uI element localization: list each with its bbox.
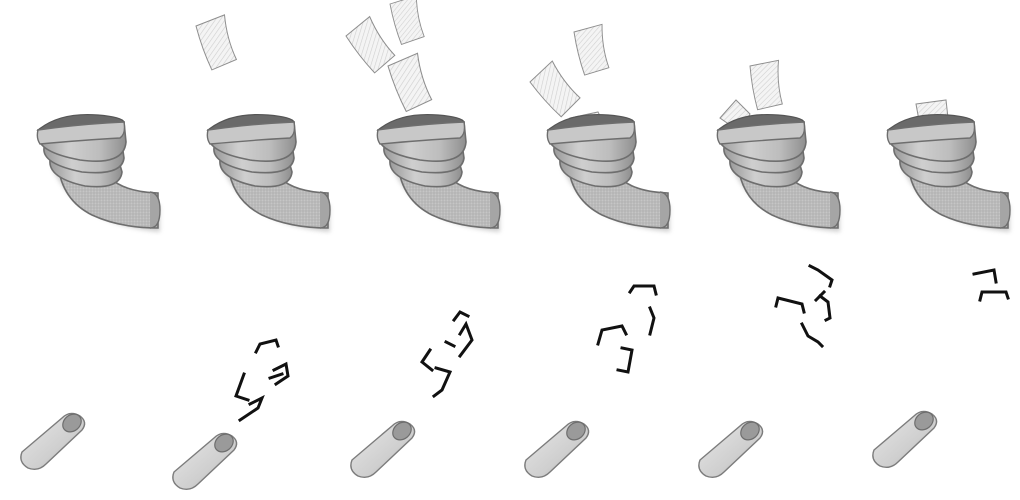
frame-4 bbox=[510, 0, 680, 500]
frame-1-art bbox=[20, 0, 170, 471]
paper-sheet-icon bbox=[194, 13, 238, 72]
funnel-chute-icon bbox=[207, 115, 330, 232]
collector-cup-icon bbox=[698, 417, 764, 479]
frame-2 bbox=[170, 0, 340, 500]
frame-4-art bbox=[524, 23, 680, 479]
paper-sheet-icon bbox=[526, 58, 584, 122]
collector-cup-icon bbox=[172, 429, 238, 491]
funnel-chute-icon bbox=[37, 115, 160, 232]
collector-cup-icon bbox=[350, 417, 416, 479]
paper-sheet-icon bbox=[573, 23, 610, 77]
bracket-fragment-icon bbox=[774, 263, 834, 349]
frame-5 bbox=[680, 0, 850, 500]
paper-sheet-icon bbox=[386, 51, 434, 114]
frame-6 bbox=[850, 0, 1020, 500]
funnel-chute-icon bbox=[547, 115, 670, 232]
paper-sheet-icon bbox=[388, 0, 426, 46]
frame-3-art bbox=[342, 0, 510, 479]
funnel-chute-icon bbox=[377, 115, 500, 232]
bracket-fragment-icon bbox=[972, 268, 1010, 302]
frame-5-art bbox=[698, 59, 850, 479]
funnel-chute-icon bbox=[717, 115, 840, 232]
frame-2-art bbox=[172, 13, 340, 491]
funnel-chute-icon bbox=[887, 115, 1010, 232]
collector-cup-icon bbox=[872, 407, 938, 469]
collector-cup-icon bbox=[524, 417, 590, 479]
frame-1 bbox=[0, 0, 170, 500]
collector-cup-icon bbox=[20, 409, 86, 471]
frame-3 bbox=[340, 0, 510, 500]
bracket-fragment-icon bbox=[596, 284, 658, 374]
bracket-fragment-icon bbox=[419, 310, 474, 399]
bracket-fragment-icon bbox=[234, 338, 290, 423]
frame-6-art bbox=[872, 99, 1020, 469]
paper-sheet-icon bbox=[749, 59, 783, 111]
